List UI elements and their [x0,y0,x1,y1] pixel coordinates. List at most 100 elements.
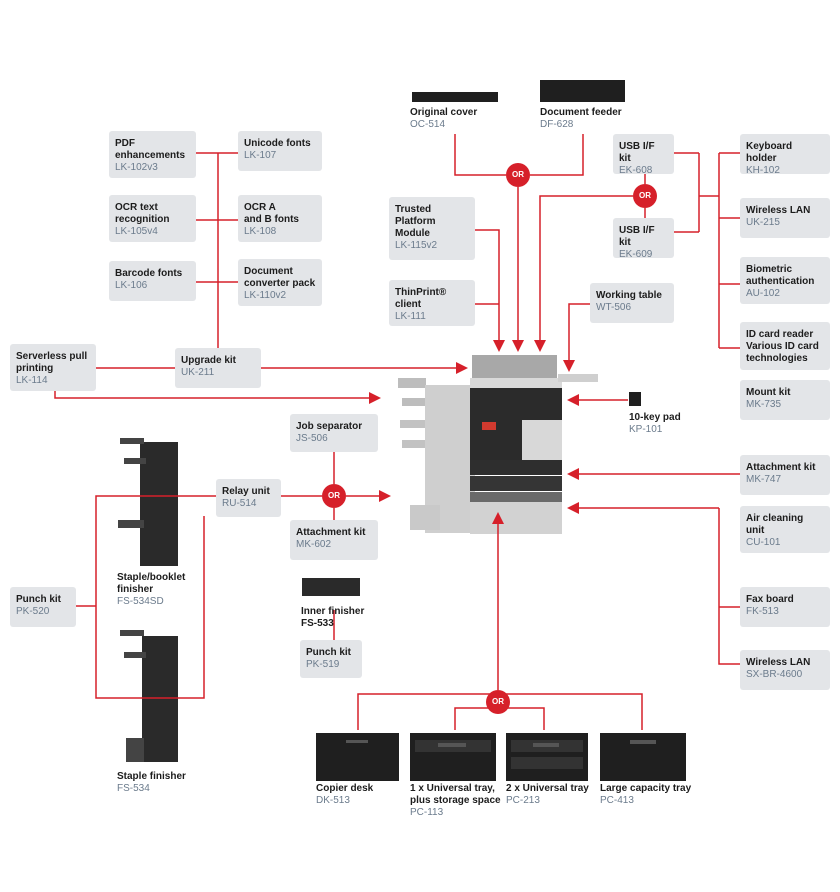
copier-desk-illustration [316,733,399,781]
label-copier-desk: Copier desk DK-513 [316,783,373,807]
option-name: Job separator [296,421,363,432]
option-name: PDF enhancements [115,138,186,161]
or-badge-usb: OR [633,184,657,208]
option-code: EK-609 [619,249,653,260]
option-name: ID card reader Various ID card technolog… [746,329,819,364]
option-code: LK-115v2 [395,240,438,251]
option-name: Serverless pull printing [16,351,88,374]
option-code: MK-602 [296,539,332,550]
option-punch-kit-pk519: Punch kit PK-519 [300,640,362,678]
option-name: USB I/F kit [619,141,655,164]
option-name: 10-key pad [629,412,681,423]
option-punch-kit-pk520: Punch kit PK-520 [10,587,76,627]
option-code: FK-513 [746,606,779,617]
option-code: KP-101 [629,424,663,435]
option-code: PC-413 [600,795,634,806]
option-name: Mount kit [746,387,791,398]
universal-tray-2-illustration [506,733,588,781]
option-code: DF-628 [540,119,574,130]
inner-finisher-illustration [302,578,360,596]
option-name: Trusted Platform Module [395,204,436,239]
option-name: Fax board [746,594,794,605]
option-name: Attachment kit [746,462,816,473]
option-fax-board: Fax board FK-513 [740,587,830,627]
option-code: WT-506 [596,302,632,313]
label-universal-tray-2: 2 x Universal tray PC-213 [506,783,589,807]
option-name: Biometric authentication [746,264,815,287]
option-code: PK-520 [16,606,50,617]
option-barcode-fonts: Barcode fonts LK-106 [109,261,196,301]
staple-booklet-finisher-illustration [118,438,178,566]
keypad-illustration [629,392,641,406]
option-upgrade-kit: Upgrade kit UK-211 [175,348,261,388]
option-code: UK-215 [746,217,780,228]
option-code: UK-211 [181,367,215,378]
option-working-table: Working table WT-506 [590,283,674,323]
label-staple-finisher: Staple finisher FS-534 [117,771,186,795]
option-wireless-lan-sx: Wireless LAN SX-BR-4600 [740,650,830,690]
option-name: Staple/booklet finisher [117,572,186,595]
option-code: LK-107 [244,150,277,161]
original-cover-illustration [412,92,498,102]
option-name: OCR text recognition [115,202,170,225]
option-name: Air cleaning unit [746,513,804,536]
option-pdf-enhancements: PDF enhancements LK-102v3 [109,131,196,178]
option-name: Barcode fonts [115,268,183,279]
option-code: MK-747 [746,474,782,485]
connectors [54,134,740,730]
option-biometric: Biometric authentication AU-102 [740,257,830,304]
or-badge-cover-feeder: OR [506,163,530,187]
option-name: USB I/F kit [619,225,655,248]
label-document-feeder: Document feeder DF-628 [540,107,622,131]
label-staple-booklet-finisher: Staple/booklet finisher FS-534SD [117,572,185,608]
option-code: SX-BR-4600 [746,669,803,680]
option-name: Staple finisher [117,771,186,782]
option-code: LK-106 [115,280,148,291]
option-code: EK-608 [619,165,653,176]
option-mount-kit: Mount kit MK-735 [740,380,830,420]
option-document-converter: Document converter pack LK-110v2 [238,259,322,306]
option-name: Large capacity tray [600,783,692,794]
option-ocr-text: OCR text recognition LK-105v4 [109,195,196,242]
large-capacity-tray-illustration [600,733,686,781]
option-code: PK-519 [306,659,340,670]
option-name: Document feeder [540,107,622,118]
option-code: FS-534 [117,783,150,794]
option-code: LK-114 [16,375,48,386]
option-code: LK-111 [395,311,426,322]
option-keyboard-holder: Keyboard holder KH-102 [740,134,830,176]
option-code: FS-533 [301,618,334,629]
option-code: OC-514 [410,119,446,130]
staple-finisher-illustration [120,630,178,762]
option-name: ThinPrint® client [395,287,447,310]
option-code: FS-534SD [117,596,164,607]
option-name: Unicode fonts [244,138,311,149]
option-code: PC-113 [410,807,444,818]
option-name: Copier desk [316,783,374,794]
option-usb-ek608: USB I/F kit EK-608 [613,134,674,176]
label-large-capacity-tray: Large capacity tray PC-413 [600,783,691,807]
option-air-cleaning: Air cleaning unit CU-101 [740,506,830,553]
option-attachment-mk602: Attachment kit MK-602 [290,520,378,560]
option-code: LK-110v2 [244,290,287,301]
document-feeder-illustration [540,80,625,102]
option-name: Relay unit [222,486,270,497]
option-name: OCR A and B fonts [244,202,299,225]
option-name: Original cover [410,107,478,118]
universal-tray-1-illustration [410,733,496,781]
main-copier-illustration [398,355,598,534]
option-name: Inner finisher [301,606,365,617]
option-ocr-fonts: OCR A and B fonts LK-108 [238,195,322,242]
option-name: Punch kit [306,647,352,658]
option-code: JS-506 [296,433,328,444]
label-inner-finisher: Inner finisher FS-533 [301,606,364,630]
label-keypad: 10-key pad KP-101 [629,412,681,436]
option-serverless-pull: Serverless pull printing LK-114 [10,344,96,391]
option-name: Keyboard holder [746,141,793,164]
option-relay-unit: Relay unit RU-514 [216,479,281,517]
option-code: RU-514 [222,498,257,509]
option-unicode-fonts: Unicode fonts LK-107 [238,131,322,171]
option-name: 1 x Universal tray, plus storage space [410,783,501,806]
option-code: LK-102v3 [115,162,158,173]
option-code: CU-101 [746,537,781,548]
